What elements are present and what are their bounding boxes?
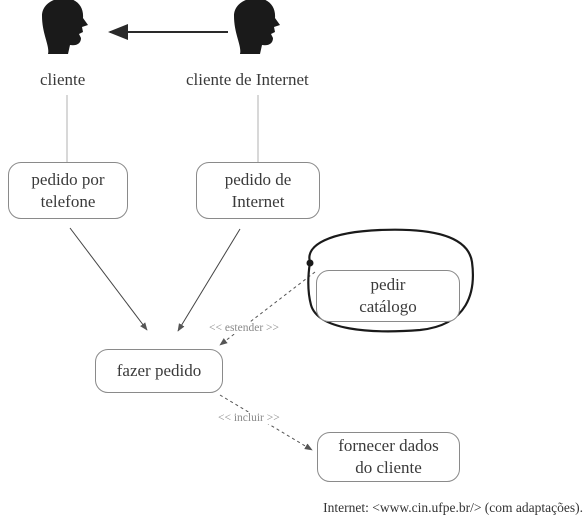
usecase-line: pedido de [224, 169, 292, 189]
usecase-fornecer-dados: fornecer dados do cliente [317, 432, 460, 482]
source-citation: Internet: <www.cin.ufpe.br/> (com adapta… [323, 500, 583, 515]
usecase-line: pedir [370, 275, 406, 294]
usecase-line: pedido por [31, 169, 105, 189]
extend-edge [219, 271, 316, 346]
usecase-pedido-internet: pedido de Internet [196, 162, 320, 219]
usecase-fazer-pedido: fazer pedido [95, 349, 223, 393]
usecase-line: do cliente [355, 458, 422, 477]
usecase-line: fazer pedido [116, 361, 202, 380]
usecase-line: Internet [231, 191, 285, 211]
usecase-pedido-telefone: pedido por telefone [8, 162, 128, 219]
usecase-line: fornecer dados [338, 436, 439, 455]
actor-label-cliente-internet: cliente de Internet [186, 70, 309, 89]
edge-pedido-telefone-fazer-pedido [69, 227, 148, 331]
handdrawn-dot [306, 259, 314, 267]
handdrawn-circle [307, 228, 474, 333]
actor-cliente-icon [42, 0, 88, 54]
actor-cliente-internet-icon [234, 0, 280, 54]
include-label: << incluir >> [217, 412, 281, 424]
usecase-line: telefone [40, 191, 96, 211]
usecase-line: catálogo [359, 297, 417, 316]
extend-label: << estender >> [208, 322, 281, 334]
edge-pedido-internet-fazer-pedido [177, 228, 241, 332]
actor-label-cliente: cliente [40, 70, 86, 89]
usecase-pedir-catalogo: pedir catálogo [316, 270, 460, 322]
